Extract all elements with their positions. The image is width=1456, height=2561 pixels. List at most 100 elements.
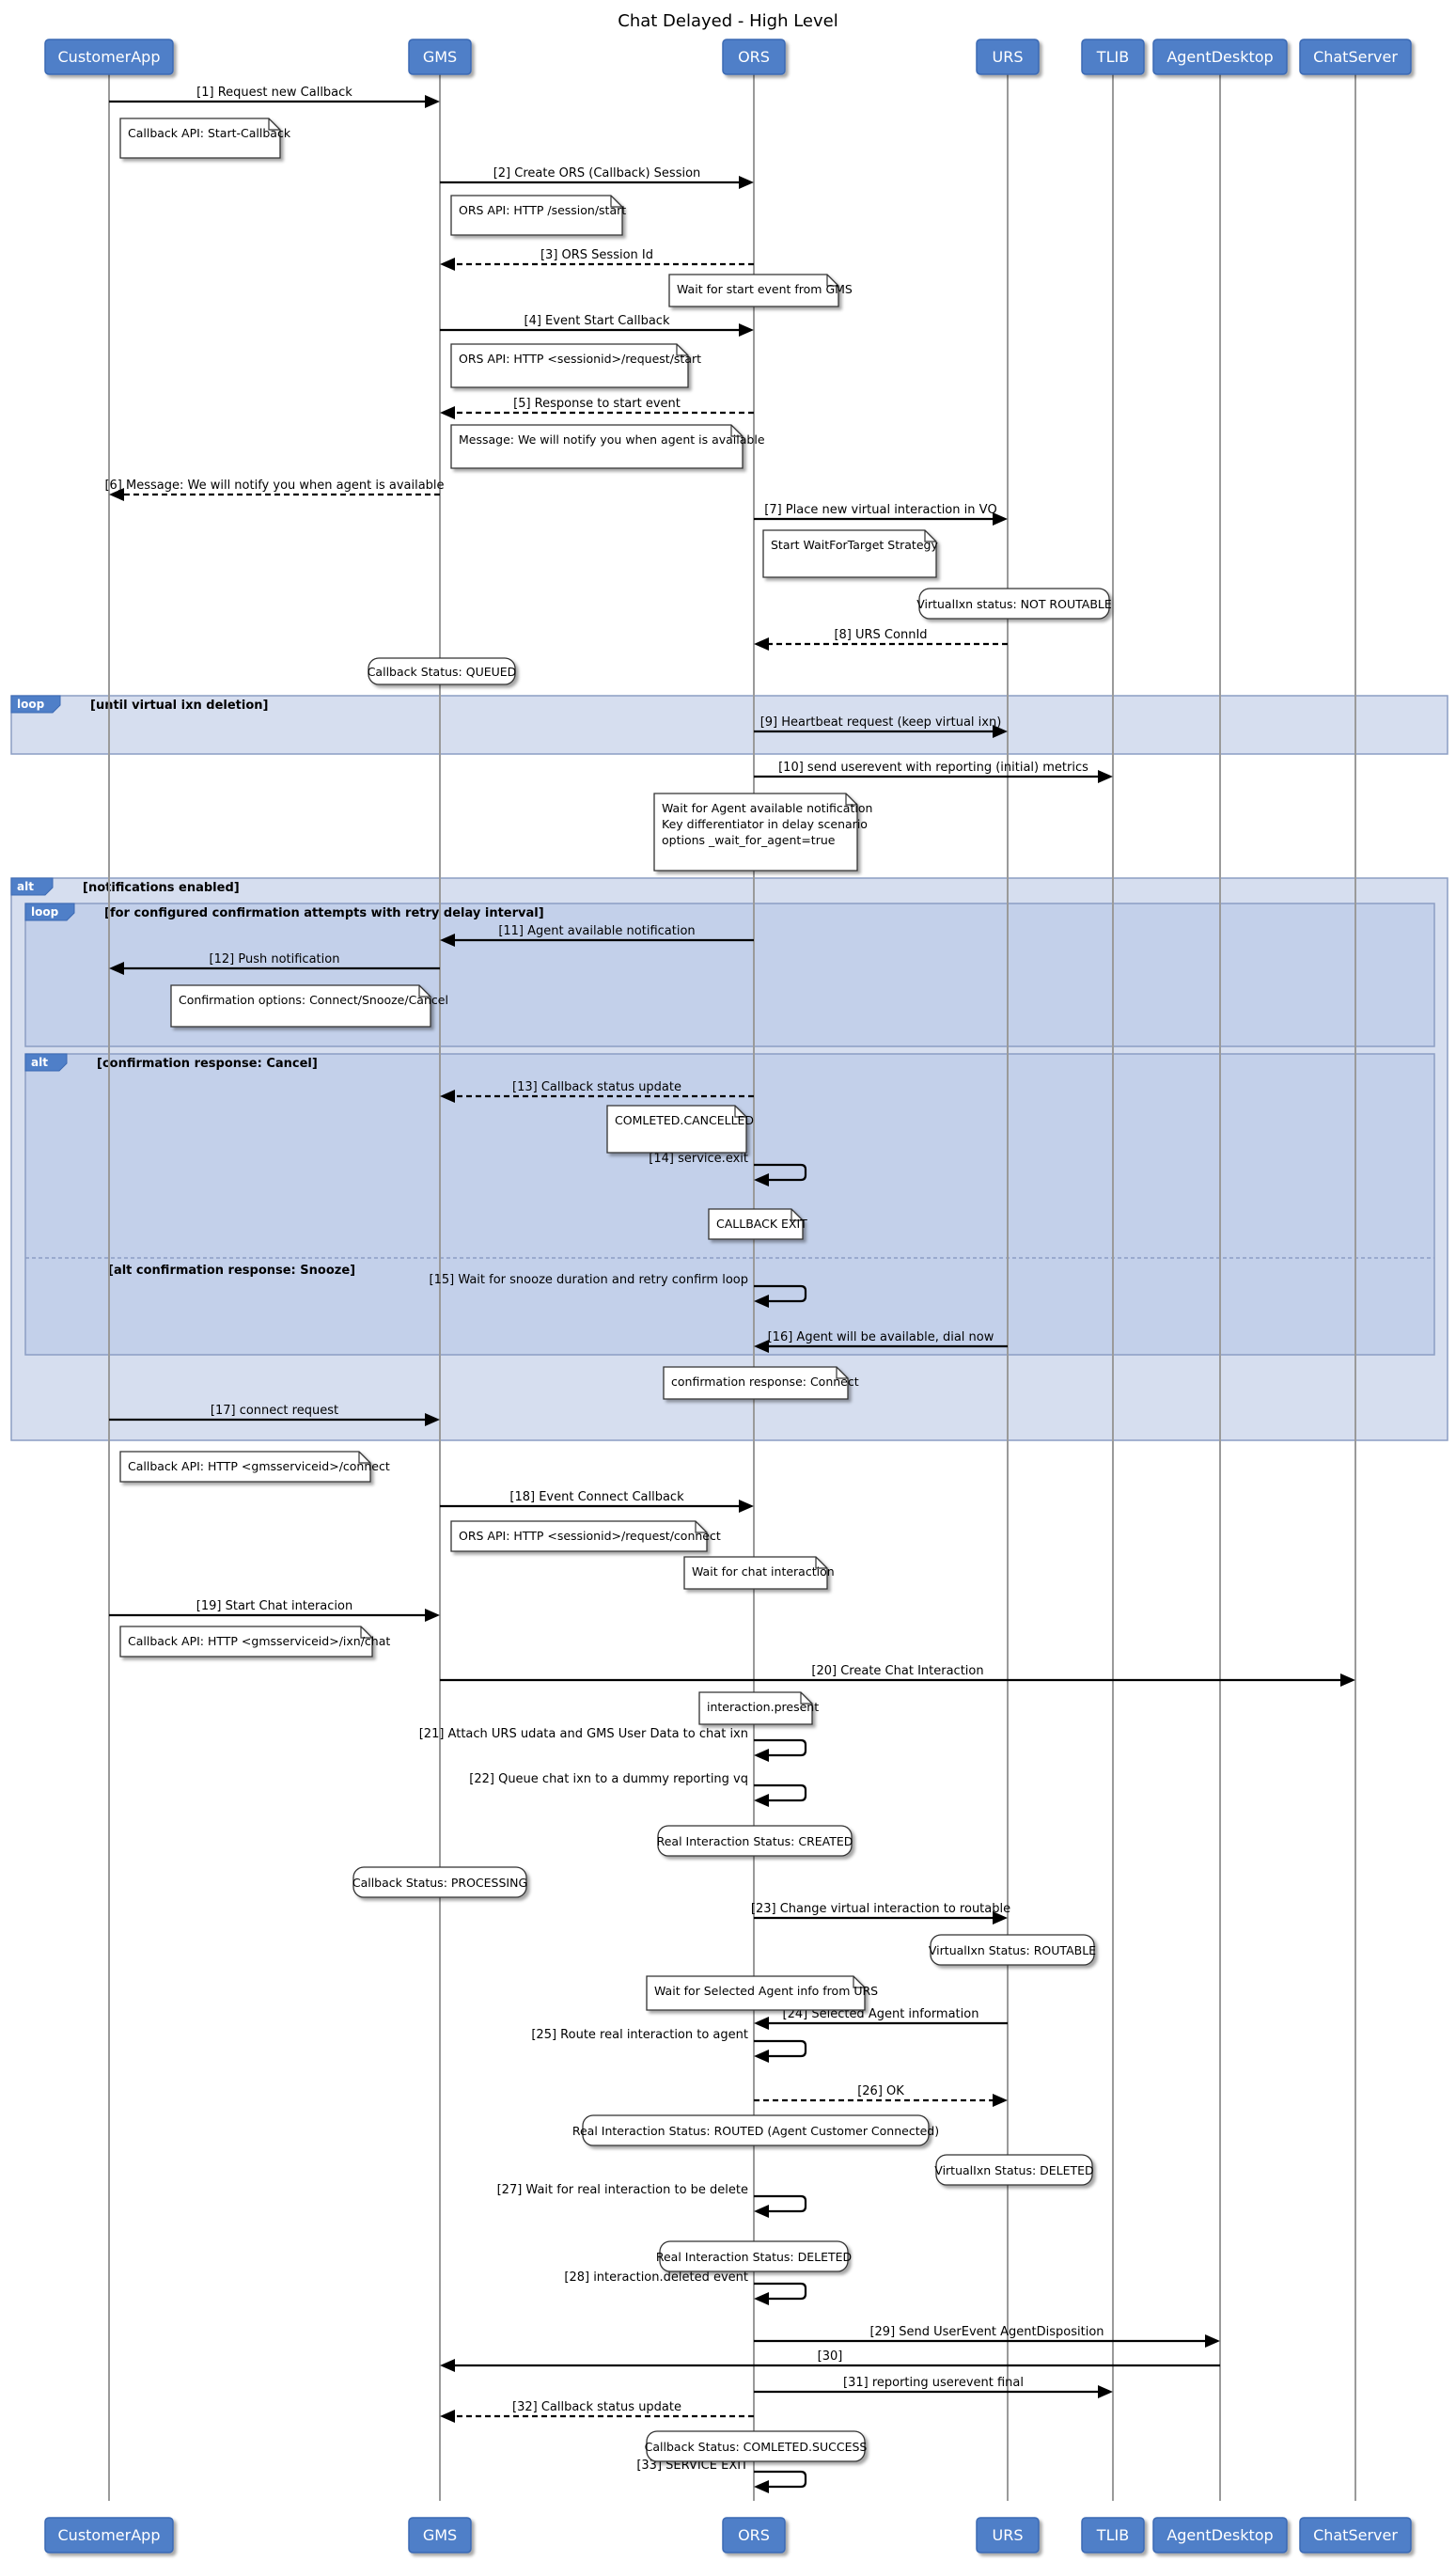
state-box-26: Callback Status: COMLETED.SUCCESS: [645, 2430, 868, 2462]
self-arrow-line: [754, 2194, 807, 2213]
arrow-head: [739, 1500, 754, 1513]
message-16: [16] Agent will be available, dial now: [754, 1330, 1008, 1353]
note-5: Message: We will notify you when agent i…: [450, 424, 765, 469]
state-text: Callback Status: QUEUED: [368, 665, 517, 679]
state-text: VirtualIxn Status: ROUTABLE: [929, 1943, 1096, 1957]
state-box-23: Real Interaction Status: ROUTED (Agent C…: [572, 2114, 939, 2146]
participant-label: URS: [993, 48, 1024, 66]
state-text: Real Interaction Status: DELETED: [656, 2250, 852, 2264]
arrow-head: [739, 176, 754, 189]
message-label: [31] reporting userevent final: [843, 2376, 1024, 2390]
note-text: Callback API: Start-Callback: [128, 126, 291, 140]
note-text: ORS API: HTTP <sessionid>/request/connec…: [459, 1529, 721, 1543]
participant-chatserver-bottom: ChatServer: [1299, 2517, 1412, 2553]
message-2: [2] Create ORS (Callback) Session: [440, 166, 754, 189]
state-text: Callback Status: PROCESSING: [352, 1876, 527, 1890]
participant-label: ChatServer: [1313, 48, 1398, 66]
message-label: [25] Route real interaction to agent: [531, 2028, 748, 2042]
diagram-title: Chat Delayed - High Level: [618, 11, 838, 31]
note-15: ORS API: HTTP <sessionid>/request/connec…: [450, 1520, 721, 1552]
note-text: Wait for Selected Agent info from URS: [654, 1984, 878, 1998]
message-label: [16] Agent will be available, dial now: [768, 1330, 994, 1344]
message-23: [23] Change virtual interaction to routa…: [751, 1902, 1010, 1925]
participant-urs-bottom: URS: [976, 2517, 1040, 2553]
message-label: [32] Callback status update: [512, 2400, 681, 2414]
message-label: [26] OK: [857, 2084, 904, 2098]
message-8: [8] URS ConnId: [754, 628, 1008, 651]
fragment-keyword: alt: [31, 1056, 48, 1069]
message-15: [15] Wait for snooze duration and retry …: [430, 1273, 807, 1308]
participant-chatserver-top: ChatServer: [1299, 39, 1412, 75]
message-30: [30]: [440, 2349, 1220, 2372]
fragment-guard: [for configured confirmation attempts wi…: [104, 906, 544, 920]
note-1: Callback API: Start-Callback: [119, 118, 291, 159]
state-text: VirtualIxn status: NOT ROUTABLE: [916, 597, 1112, 611]
note-4: ORS API: HTTP <sessionid>/request/start: [450, 343, 701, 388]
note-2: ORS API: HTTP /session/start: [450, 195, 626, 236]
arrow-head: [739, 323, 754, 337]
self-arrow-line: [754, 2470, 807, 2489]
arrow-head: [754, 1749, 769, 1762]
participant-customerapp-top: CustomerApp: [44, 39, 174, 75]
participant-label: CustomerApp: [58, 48, 161, 66]
message-label: [5] Response to start event: [513, 397, 681, 411]
message-label: [8] URS ConnId: [834, 628, 927, 642]
participant-label: ORS: [738, 2526, 770, 2544]
message-28: [28] interaction.deleted event: [564, 2270, 807, 2305]
message-label: [33] SERVICE EXIT: [636, 2459, 748, 2473]
state-box-7: VirtualIxn status: NOT ROUTABLE: [916, 588, 1112, 620]
participant-label: ChatServer: [1313, 2526, 1398, 2544]
message-label: [27] Wait for real interaction to be del…: [497, 2183, 748, 2197]
note-text: Callback API: HTTP <gmsserviceid>/connec…: [128, 1459, 390, 1473]
message-label: [19] Start Chat interacion: [196, 1599, 352, 1613]
participant-label: TLIB: [1096, 2526, 1129, 2544]
message-17: [17] connect request: [109, 1404, 440, 1426]
participant-agentdesktop-top: AgentDesktop: [1152, 39, 1288, 75]
note-9: Wait for Agent available notificationKey…: [653, 793, 872, 872]
fragment-guard: [confirmation response: Cancel]: [97, 1057, 318, 1071]
message-21: [21] Attach URS udata and GMS User Data …: [419, 1727, 807, 1762]
message-label: [1] Request new Callback: [196, 86, 352, 100]
message-label: [14] service.exit: [649, 1152, 748, 1166]
message-label: [6] Message: We will notify you when age…: [104, 479, 444, 493]
message-label: [10] send userevent with reporting (init…: [778, 761, 1088, 775]
message-19: [19] Start Chat interacion: [109, 1599, 440, 1622]
message-11: [11] Agent available notification: [440, 924, 754, 947]
state-box-20: Callback Status: PROCESSING: [352, 1866, 527, 1898]
fragment-keyword: loop: [17, 698, 45, 711]
note-text: ORS API: HTTP <sessionid>/request/start: [459, 352, 701, 366]
note-text: Key differentiator in delay scenario: [662, 817, 868, 831]
message-12: [12] Push notification: [109, 952, 440, 975]
participant-tlib-bottom: TLIB: [1081, 2517, 1145, 2553]
fragment-guard: [notifications enabled]: [83, 881, 240, 895]
state-text: Callback Status: COMLETED.SUCCESS: [645, 2440, 868, 2454]
arrow-head: [754, 2480, 769, 2493]
message-32: [32] Callback status update: [440, 2400, 754, 2423]
fragment-keyword: loop: [31, 905, 59, 919]
message-9: [9] Heartbeat request (keep virtual ixn): [754, 715, 1008, 738]
message-label: [2] Create ORS (Callback) Session: [493, 166, 701, 181]
self-arrow-line: [754, 1783, 807, 1802]
note-text: confirmation response: Connect: [671, 1375, 859, 1389]
message-10: [10] send userevent with reporting (init…: [754, 761, 1113, 783]
message-33: [33] SERVICE EXIT: [636, 2459, 807, 2493]
message-1: [1] Request new Callback: [109, 86, 440, 108]
message-5: [5] Response to start event: [440, 397, 754, 419]
participant-label: GMS: [423, 2526, 457, 2544]
message-label: [18] Event Connect Callback: [509, 1490, 684, 1504]
arrow-head: [109, 962, 124, 975]
participant-label: CustomerApp: [58, 2526, 161, 2544]
fragment-loop-1: loop[until virtual ixn deletion]: [10, 695, 1448, 755]
message-25: [25] Route real interaction to agent: [531, 2028, 807, 2063]
message-4: [4] Event Start Callback: [440, 314, 754, 337]
note-14: Callback API: HTTP <gmsserviceid>/connec…: [119, 1451, 390, 1483]
self-arrow-line: [754, 2282, 807, 2301]
state-box-24: VirtualIxn Status: DELETED: [934, 2154, 1094, 2186]
participant-ors-bottom: ORS: [722, 2517, 786, 2553]
note-text: Callback API: HTTP <gmsserviceid>/ixn/ch…: [128, 1634, 390, 1648]
message-label: [9] Heartbeat request (keep virtual ixn): [760, 715, 1002, 730]
participant-gms-bottom: GMS: [408, 2517, 472, 2553]
message-label: [28] interaction.deleted event: [564, 2270, 748, 2285]
note-18: interaction.present: [698, 1691, 819, 1725]
